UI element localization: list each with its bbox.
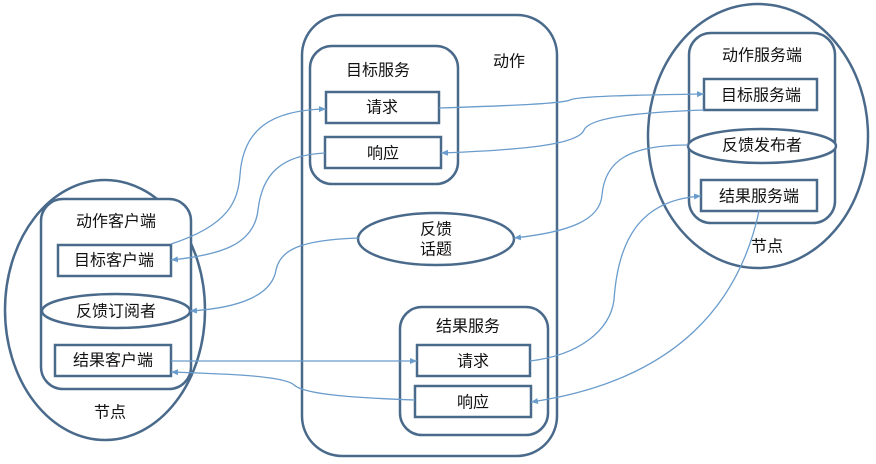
feedback-subscriber-label: 反馈订阅者 [76, 302, 156, 321]
result-request-box [415, 343, 532, 378]
feedback-publisher-label: 反馈发布者 [722, 136, 802, 155]
action-server-title: 动作服务端 [722, 46, 802, 65]
goal-response-label: 响应 [367, 144, 399, 163]
result-client-label: 结果客户端 [73, 351, 153, 370]
goal-response-box [323, 135, 443, 170]
feedback-topic-line1: 反馈 [420, 220, 452, 239]
goal-client-box [56, 243, 173, 278]
goal-service-title: 目标服务 [346, 61, 410, 80]
result-request-label: 请求 [457, 352, 489, 371]
feedback-topic-line2: 话题 [420, 240, 452, 259]
server-node: 节点 动作服务端 目标服务端 反馈发布者 结果服务端 [646, 2, 870, 270]
goal-client-label: 目标客户端 [74, 251, 154, 270]
feedback-publisher-ellipse [686, 127, 838, 165]
connector-response-to-goal-client [170, 152, 326, 263]
action-client-title: 动作客户端 [76, 212, 156, 231]
connector-topic-to-subscriber [189, 237, 359, 314]
result-server-box [699, 178, 819, 213]
connector-publisher-to-topic [513, 144, 689, 241]
result-client-box [53, 343, 173, 378]
connector-request-to-goal-server [438, 91, 705, 109]
client-node: 节点 动作客户端 目标客户端 反馈订阅者 结果客户端 [3, 178, 207, 442]
action-title: 动作 [493, 52, 525, 71]
connector-response-to-result-client [170, 369, 416, 401]
result-response-box [413, 384, 533, 419]
connectors [170, 91, 760, 404]
result-service-title: 结果服务 [436, 317, 500, 336]
connector-request-to-result-server [529, 193, 702, 362]
result-server-label: 结果服务端 [719, 187, 799, 206]
connector-goal-client-to-request [170, 106, 327, 245]
result-response-label: 响应 [457, 393, 489, 412]
connector-result-server-to-response [530, 210, 760, 404]
goal-server-label: 目标服务端 [721, 86, 801, 105]
connector-goal-server-to-response [440, 109, 705, 156]
action-group: 动作 目标服务 请求 响应 反馈 话题 结果服务 请求 响应 [300, 13, 559, 458]
goal-request-box [324, 90, 441, 125]
server-node-label: 节点 [751, 237, 783, 256]
client-node-label: 节点 [94, 403, 126, 422]
goal-request-label: 请求 [366, 98, 398, 117]
